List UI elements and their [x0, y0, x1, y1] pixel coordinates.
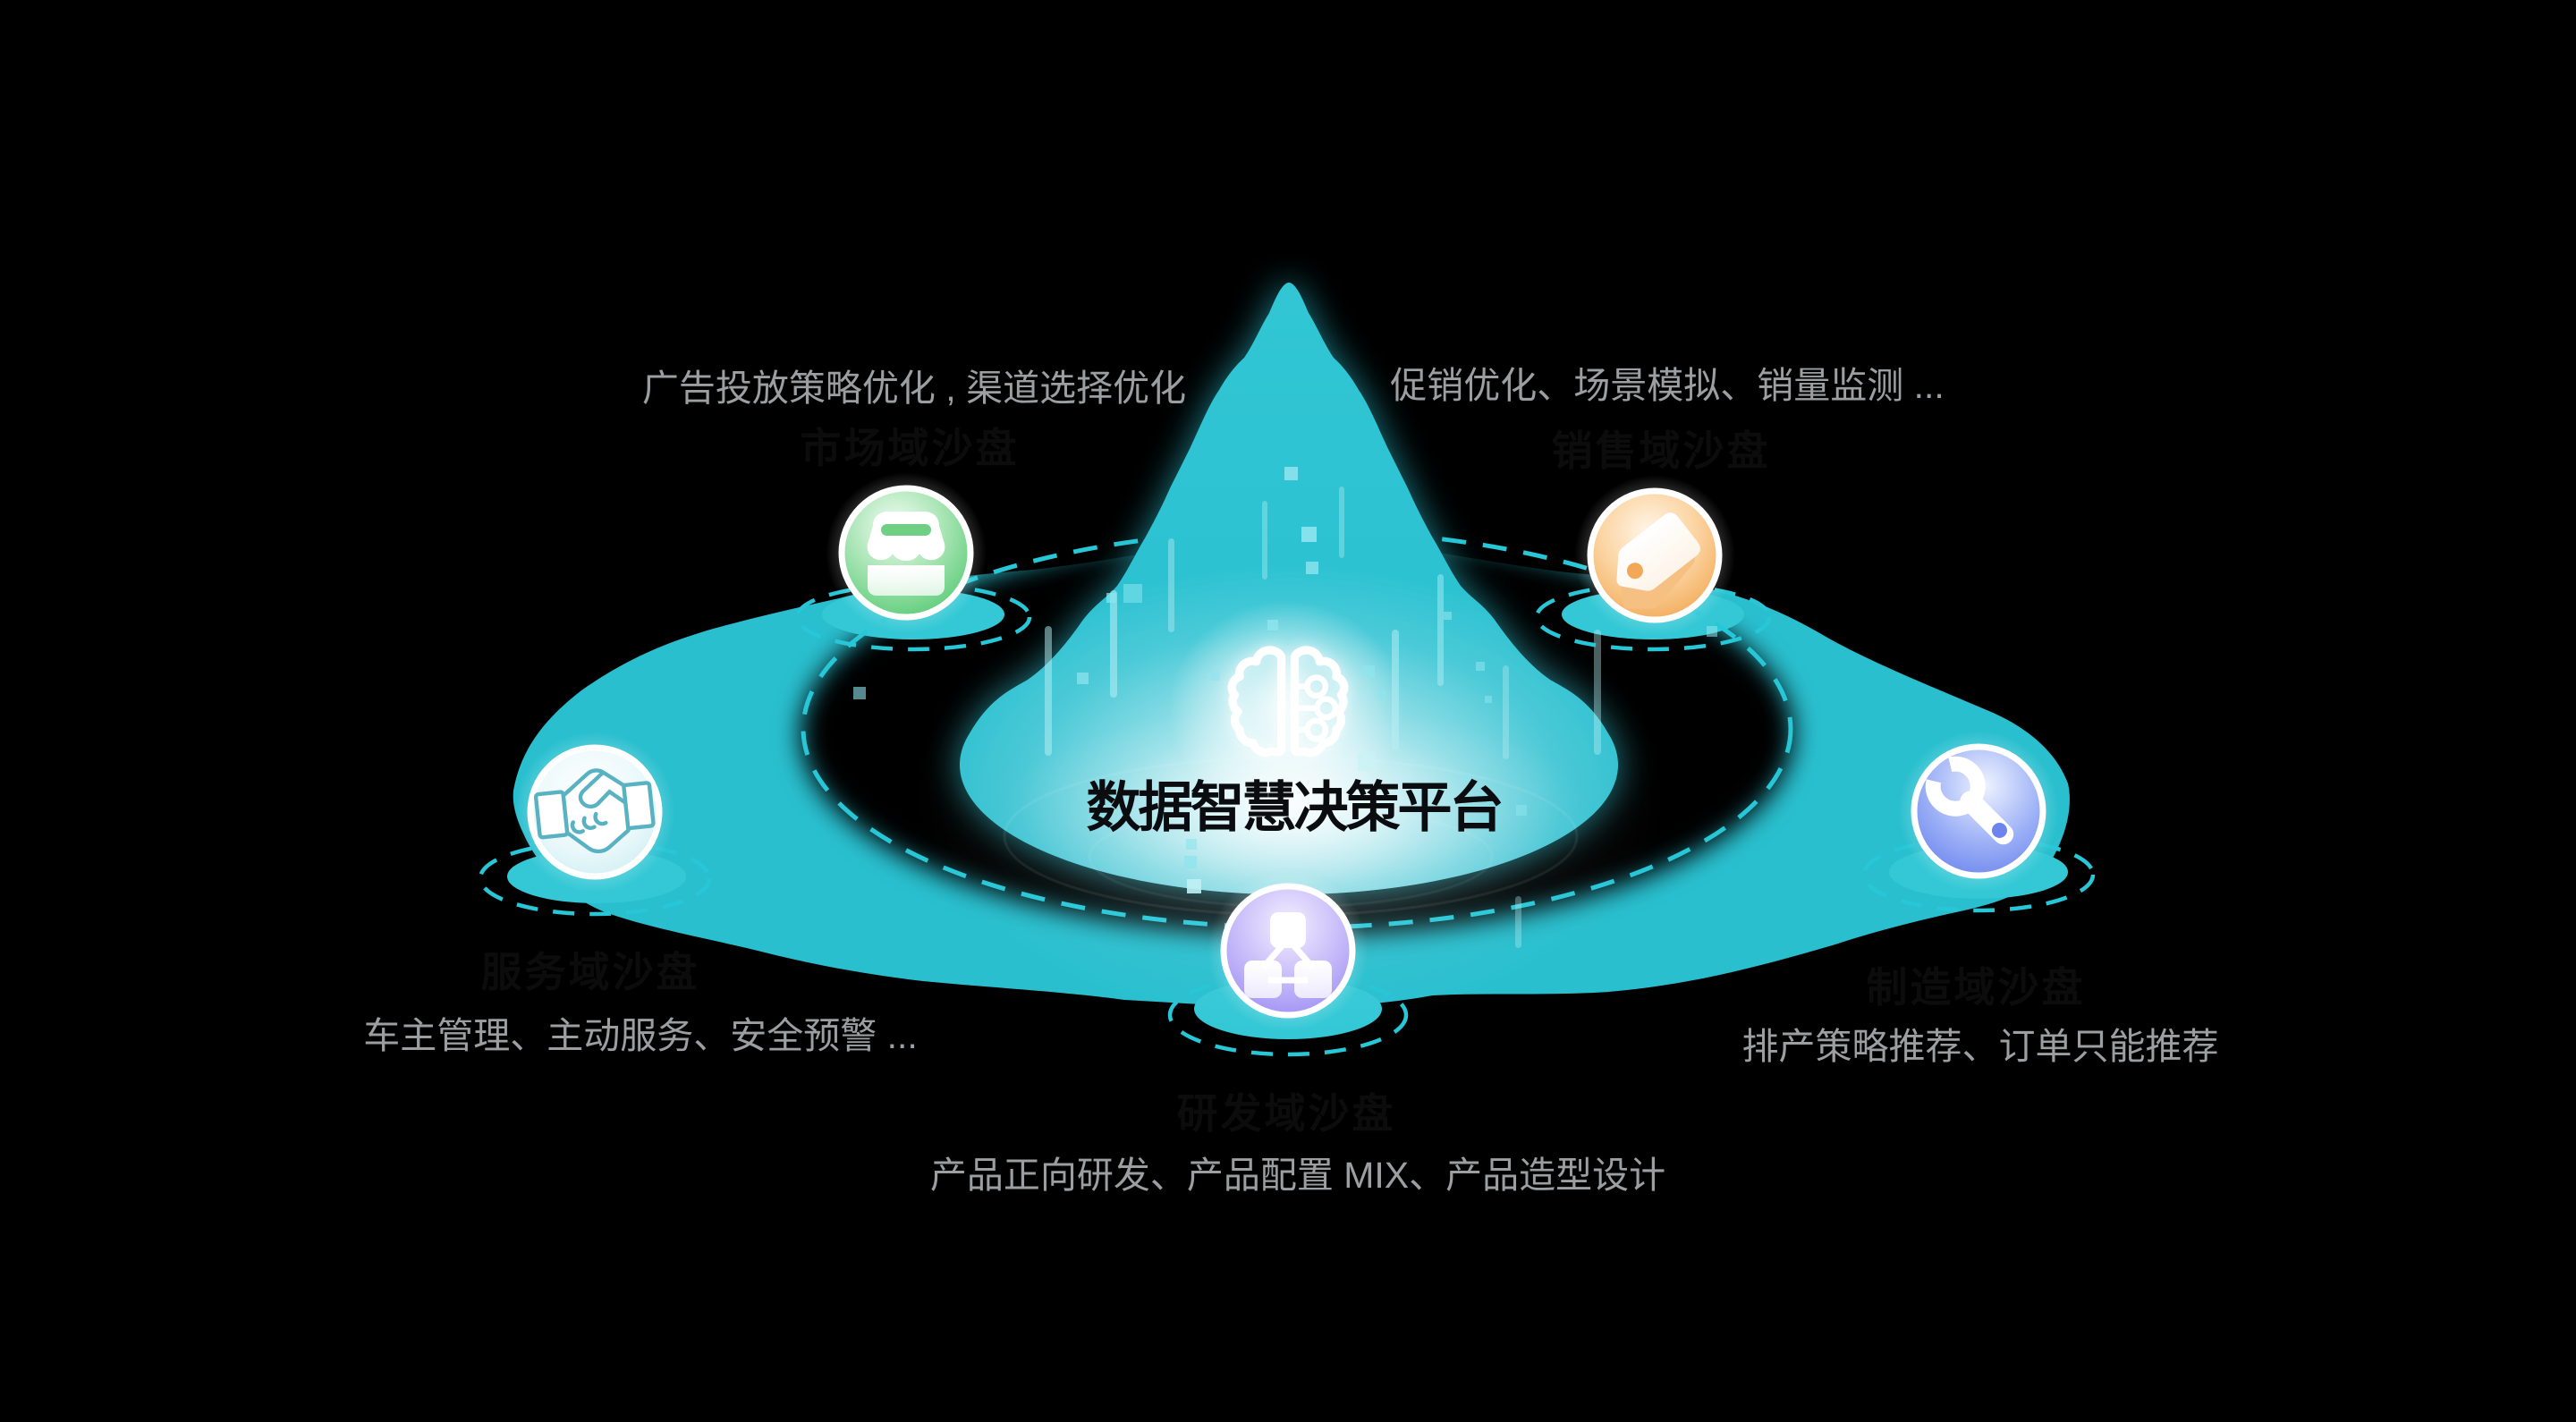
- floating-square: [1444, 612, 1452, 620]
- rnd-circle: [1220, 883, 1356, 1019]
- brain-circuit-icon: [1227, 646, 1349, 758]
- handshake-icon: [533, 768, 656, 854]
- sales-subtitle: 促销优化、场景模拟、销量监测 ...: [1390, 365, 1945, 406]
- manufacturing-subtitle: 排产策略推荐、订单只能推荐: [1741, 1026, 2219, 1067]
- floating-square: [1306, 562, 1318, 574]
- center-glow: [915, 563, 1666, 1032]
- light-streak: [1594, 630, 1601, 755]
- rnd-title: 研发域沙盘: [1176, 1090, 1396, 1137]
- floating-square: [1707, 626, 1717, 637]
- service-node-icon: [514, 732, 675, 893]
- handshake-fingers: [570, 811, 608, 834]
- light-streak: [1339, 487, 1344, 558]
- floating-square: [1358, 753, 1376, 771]
- price-tag-icon: [1616, 512, 1700, 609]
- rnd-node-icon: [1208, 870, 1368, 1031]
- tag-rotation: [1616, 512, 1700, 609]
- sales-node-icon: [1574, 475, 1735, 636]
- storefront-awning-slot: [881, 524, 931, 536]
- wrench-handle-hole: [1991, 822, 2007, 838]
- light-streak: [1437, 574, 1444, 686]
- brain-node: [1304, 674, 1329, 699]
- light-streaks: [1045, 487, 1601, 948]
- light-streak: [1262, 501, 1267, 580]
- floating-square: [1516, 805, 1527, 816]
- light-streak: [1110, 590, 1117, 698]
- floating-square: [1186, 839, 1197, 850]
- floating-square: [1485, 696, 1492, 703]
- floating-square: [853, 687, 866, 699]
- sitemap-node-top: [1270, 912, 1306, 948]
- floating-square: [1362, 665, 1375, 678]
- market-node-icon: [826, 472, 987, 633]
- storefront-base: [868, 565, 945, 596]
- service-subtitle: 车主管理、主动服务、安全预警 ...: [363, 1015, 918, 1056]
- manufacturing-node-icon: [1898, 731, 2059, 892]
- service-title: 服务域沙盘: [480, 949, 700, 995]
- light-streak: [1045, 626, 1052, 756]
- data-particles: [853, 467, 1717, 948]
- brain-node: [1314, 696, 1339, 721]
- rnd-subtitle: 产品正向研发、产品配置 MIX、产品造型设计: [929, 1155, 1666, 1196]
- wrench-icon: [1925, 756, 2014, 845]
- light-streak: [1503, 665, 1509, 759]
- sales-title: 销售域沙盘: [1551, 427, 1771, 474]
- brain-right-lobe: [1290, 646, 1349, 758]
- storefront-icon: [867, 512, 945, 596]
- glow-core: [960, 563, 1619, 895]
- orbit-rnd: [1167, 973, 1409, 1057]
- brain-left-lobe: [1227, 646, 1286, 758]
- market-title: 市场域沙盘: [800, 425, 1020, 471]
- brain-node: [1304, 717, 1329, 742]
- sitemap-node-left: [1244, 961, 1282, 998]
- floating-square: [1184, 856, 1197, 868]
- floating-square: [1476, 662, 1485, 671]
- floating-square: [1106, 593, 1116, 603]
- floating-square: [1267, 620, 1278, 631]
- sitemap-node-right: [1294, 961, 1332, 998]
- light-streak: [1168, 538, 1174, 632]
- manufacturing-title: 制造域沙盘: [1866, 964, 2086, 1011]
- handshake-clasp-line: [578, 771, 627, 808]
- sitemap-icon: [1244, 912, 1332, 998]
- storefront-awning: [867, 512, 945, 561]
- platform-main-title: 数据智慧决策平台: [1086, 776, 1504, 838]
- light-streak: [1515, 896, 1521, 948]
- floating-square: [1123, 584, 1142, 603]
- tag-hole: [1626, 563, 1643, 580]
- floating-square: [1301, 527, 1317, 542]
- light-streak: [1392, 630, 1399, 750]
- floating-square: [1077, 673, 1089, 684]
- market-subtitle: 广告投放策略优化 , 渠道选择优化: [641, 368, 1187, 409]
- floating-square: [1284, 467, 1298, 480]
- floating-square: [1187, 879, 1201, 893]
- floating-square: [1377, 690, 1386, 699]
- brain-circuit-nodes: [1292, 674, 1339, 742]
- floating-square: [1211, 672, 1220, 681]
- brain-glow-halo: [1168, 601, 1404, 816]
- floating-square: [1462, 773, 1470, 782]
